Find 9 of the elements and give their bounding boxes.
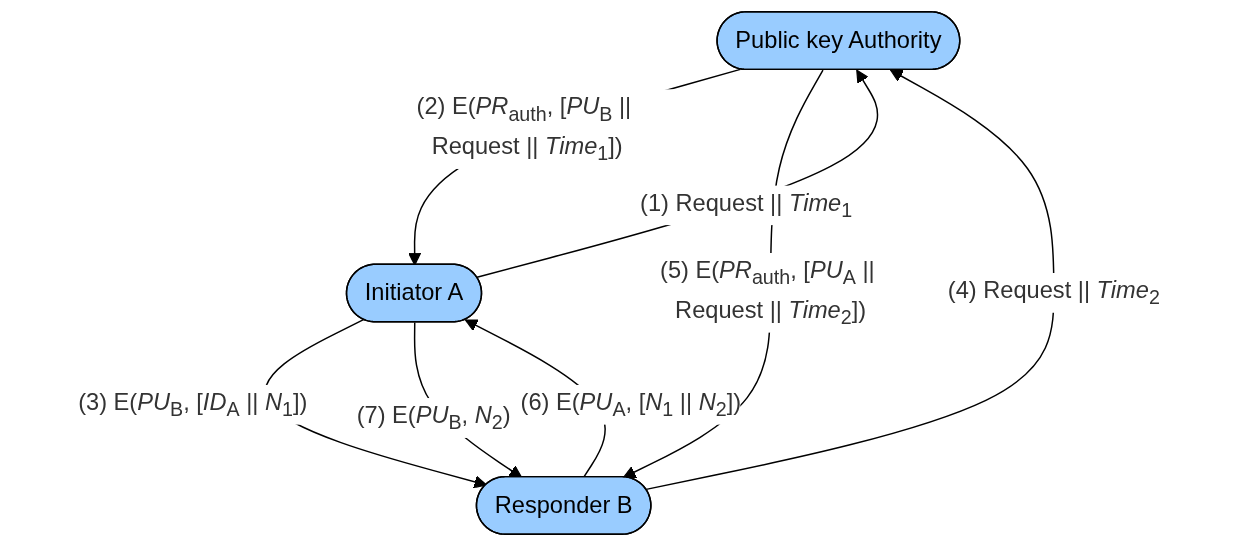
edge-label: (1) Request || Time$_{1}$ [640, 189, 853, 222]
arrow [645, 69, 1055, 491]
edge-label: (4) Request || Time$_{2}$ [947, 277, 1160, 309]
edge-label: (6) E(PU$_{A}$, [N$_{1}$ || N$_{2}$]) [520, 389, 742, 421]
edge-label: (2) E(PR$_{auth}$, [PU$_{B}$ || Request || Time$_{1}$]) [416, 93, 632, 166]
edge-label: (3) E(PU$_{B}$, [ID$_{A}$ || N$_{1}$]) [78, 389, 308, 421]
edge-label: (7) E(PU$_{B}$, N$_{2}$) [356, 402, 511, 434]
edge-label: (5) E(PR$_{auth}$, [PU$_{A}$ || Request || Time$_{2}$]) [660, 257, 875, 329]
arrow [476, 69, 879, 279]
